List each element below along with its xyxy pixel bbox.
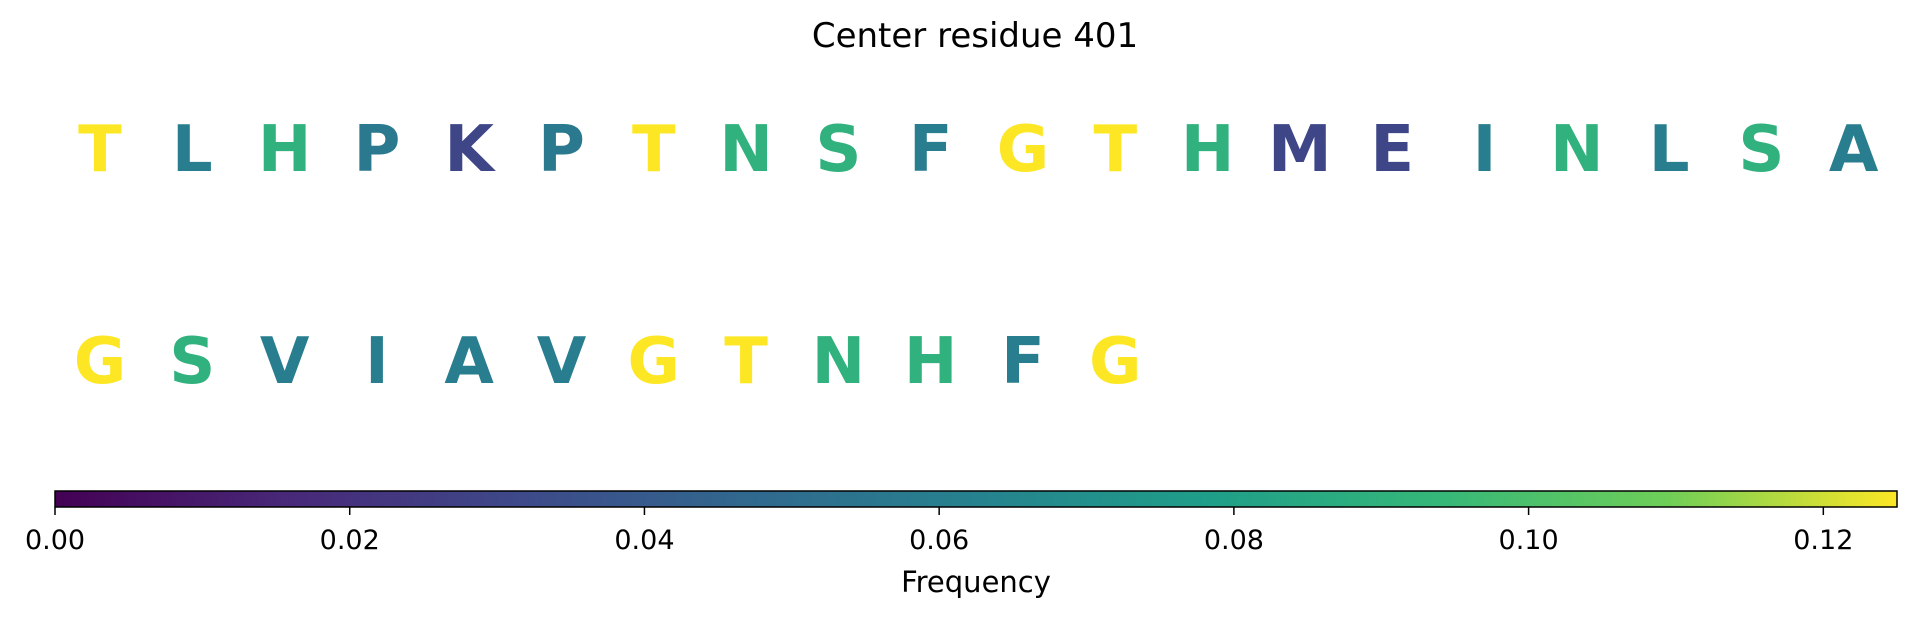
residue-letter: N xyxy=(1550,113,1604,187)
residue-letter: M xyxy=(1268,113,1332,187)
colorbar-label: Frequency xyxy=(901,565,1051,599)
colorbar-tick-label: 0.06 xyxy=(909,525,969,556)
colorbar-tick-label: 0.08 xyxy=(1204,525,1264,556)
residue-letter: T xyxy=(78,113,122,187)
residue-letter: F xyxy=(1001,325,1045,399)
residue-letter: G xyxy=(74,325,127,399)
residue-letter: P xyxy=(353,113,400,187)
residue-letter: S xyxy=(815,113,861,187)
colorbar-tick-label: 0.12 xyxy=(1793,525,1853,556)
residue-letter: H xyxy=(258,113,312,187)
residue-letter: K xyxy=(444,113,496,187)
residue-letter: H xyxy=(1181,113,1235,187)
residue-letter: E xyxy=(1370,113,1414,187)
residue-letter: A xyxy=(444,325,494,399)
residue-letter: H xyxy=(904,325,958,399)
residue-letter: T xyxy=(724,325,768,399)
residue-letter: A xyxy=(1829,113,1879,187)
residue-letter: G xyxy=(1089,325,1142,399)
residue-letter: T xyxy=(1093,113,1137,187)
colorbar-tick-label: 0.10 xyxy=(1499,525,1559,556)
residue-letter: V xyxy=(260,325,310,399)
residue-letter: I xyxy=(365,325,389,399)
residue-letter: F xyxy=(909,113,953,187)
residue-letter: N xyxy=(812,325,866,399)
colorbar-gradient xyxy=(54,490,1898,508)
residue-letter: S xyxy=(1738,113,1784,187)
residue-letter: L xyxy=(172,113,213,187)
colorbar-tick-label: 0.04 xyxy=(614,525,674,556)
residue-letter: I xyxy=(1473,113,1497,187)
chart-title: Center residue 401 xyxy=(812,16,1138,56)
colorbar-tick-label: 0.02 xyxy=(320,525,380,556)
residue-letter: T xyxy=(632,113,676,187)
residue-letter: G xyxy=(628,325,681,399)
colorbar-tick-label: 0.00 xyxy=(25,525,85,556)
colorbar-ticks: 0.00 0.02 0.04 0.06 0.08 0.10 0.12 xyxy=(25,507,1853,556)
residue-letter: S xyxy=(169,325,215,399)
colorbar: 0.00 0.02 0.04 0.06 0.08 0.10 0.12 Frequency xyxy=(25,490,1898,599)
residue-letter: L xyxy=(1649,113,1690,187)
residue-letter: G xyxy=(997,113,1050,187)
residue-letter: N xyxy=(719,113,773,187)
residue-letter: V xyxy=(537,325,587,399)
residue-letter: P xyxy=(538,113,585,187)
